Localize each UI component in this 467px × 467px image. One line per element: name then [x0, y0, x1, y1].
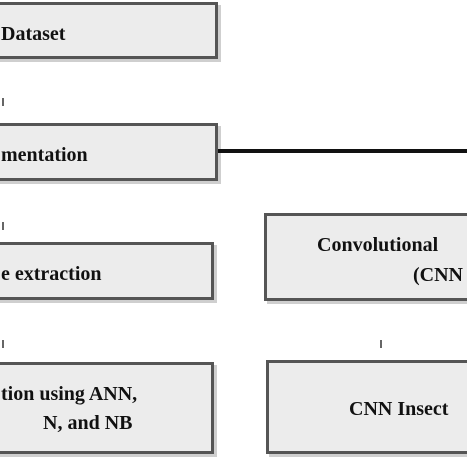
cnn-insect-box: CNN Insect — [266, 360, 467, 454]
cnn-model-box: Convolutional (CNN — [264, 213, 467, 301]
classification-label-line2: N, and NB — [43, 412, 133, 434]
cnn-insect-label: CNN Insect — [349, 398, 449, 420]
dataset-box: Dataset — [0, 2, 218, 59]
segmentation-box: mentation — [0, 123, 218, 181]
feature-extraction-label: e extraction — [1, 263, 102, 285]
classification-box: tion using ANN, N, and NB — [0, 362, 214, 454]
cnn-model-label-line2: (CNN — [413, 264, 463, 286]
arrow-segmentation-to-feature — [2, 222, 4, 230]
arrow-dataset-to-segmentation — [2, 98, 4, 106]
dataset-label: Dataset — [1, 23, 66, 45]
classification-label-line1: tion using ANN, — [1, 383, 138, 405]
segmentation-label: mentation — [1, 144, 88, 166]
feature-extraction-box: e extraction — [0, 242, 214, 300]
connector-line-to-cnn-branch — [218, 149, 467, 153]
cnn-model-label-line1: Convolutional — [317, 234, 439, 256]
arrow-feature-to-classification — [2, 340, 4, 348]
arrow-cnn-model-to-insect — [380, 340, 382, 348]
